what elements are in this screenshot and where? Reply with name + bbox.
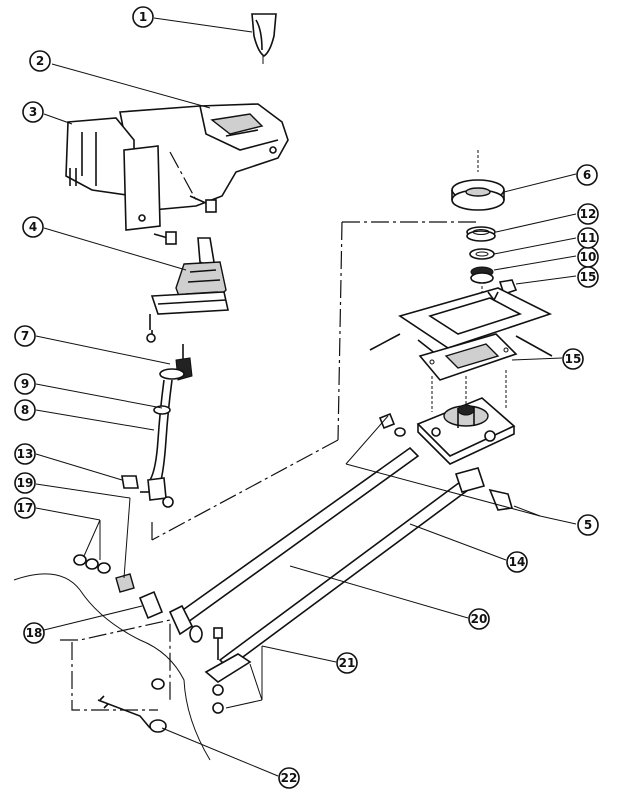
floor-plate (369, 287, 553, 363)
callout-21-label: 21 (339, 656, 356, 670)
callout-9: 9 (14, 373, 36, 395)
callout-19-label: 19 (17, 476, 34, 490)
callout-6-label: 6 (583, 168, 591, 182)
shift-lever (140, 344, 193, 508)
callout-20-label: 20 (471, 612, 488, 626)
gasket-16 (418, 333, 518, 381)
callout-19: 19 (14, 472, 36, 494)
callout-18-label: 18 (26, 626, 43, 640)
callout-4: 4 (22, 216, 44, 238)
console-outline (151, 221, 478, 541)
callout-3-label: 3 (29, 105, 37, 119)
callout-13: 13 (14, 443, 36, 465)
callout-17-label: 17 (17, 501, 34, 515)
bushing-collar (73, 554, 203, 643)
callout-17: 17 (14, 497, 36, 519)
shift-boot (146, 237, 229, 343)
transmission-area (13, 573, 211, 761)
callout-2-label: 2 (36, 54, 44, 68)
callout-5-label: 5 (584, 518, 592, 532)
callout-7-label: 7 (21, 329, 29, 343)
callout-15-mid: 15 (562, 348, 584, 370)
ring-11 (469, 248, 495, 260)
callout-10: 10 (577, 246, 599, 268)
callout-9-label: 9 (21, 377, 29, 391)
callout-15-mid-label: 15 (565, 352, 582, 366)
boot-retainer (451, 179, 505, 211)
callout-2: 2 (29, 50, 51, 72)
callout-21: 21 (336, 652, 358, 674)
callout-7: 7 (14, 325, 36, 347)
callout-1: 1 (132, 6, 154, 28)
callout-12-label: 12 (580, 207, 597, 221)
callout-14-label: 14 (509, 555, 526, 569)
callout-11-label: 11 (580, 231, 597, 245)
leader-lines (35, 17, 577, 777)
callout-6: 6 (576, 164, 598, 186)
linkage-bracket (204, 627, 252, 714)
callout-10-label: 10 (580, 250, 597, 264)
callout-8-label: 8 (21, 403, 29, 417)
bushing-13 (121, 475, 139, 489)
bushing-10 (470, 266, 494, 284)
callout-15-top-label: 15 (580, 270, 597, 284)
shifter-base (416, 397, 516, 465)
shift-knob (251, 13, 277, 64)
callout-22: 22 (278, 767, 300, 789)
callout-5: 5 (577, 514, 599, 536)
callout-18: 18 (23, 622, 45, 644)
callout-4-label: 4 (29, 220, 37, 234)
console-cover (65, 103, 289, 245)
nut-washer-pair (378, 412, 406, 437)
callout-15-top: 15 (577, 266, 599, 288)
callout-12: 12 (577, 203, 599, 225)
callout-1-label: 1 (139, 10, 147, 24)
callout-20: 20 (468, 608, 490, 630)
seal-ring-12 (466, 226, 496, 242)
callout-8: 8 (14, 399, 36, 421)
callout-22-label: 22 (281, 771, 298, 785)
callout-13-label: 13 (17, 447, 34, 461)
callout-11: 11 (577, 227, 599, 249)
callout-14: 14 (506, 551, 528, 573)
callout-3: 3 (22, 101, 44, 123)
